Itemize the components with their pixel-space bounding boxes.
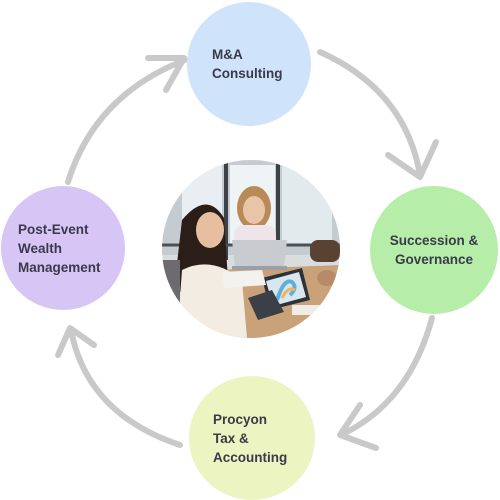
office-meeting-photo <box>162 160 340 338</box>
arrow-head-right <box>385 139 439 180</box>
node-ma-consulting: M&A Consulting <box>187 2 311 126</box>
node-label: Post-Event Wealth Management <box>18 221 101 275</box>
node-label: Succession & Governance <box>389 233 479 267</box>
node-procyon-tax-accounting: Procyon Tax & Accounting <box>189 376 315 500</box>
arrow-right-to-bottom <box>342 315 435 436</box>
node-label: M&A Consulting <box>212 47 283 81</box>
node-succession-governance: Succession & Governance <box>370 186 498 314</box>
node-post-event-wealth-management: Post-Event Wealth Management <box>1 186 125 310</box>
arrow-left-to-top <box>65 57 188 185</box>
arrow-head-bottom <box>337 402 379 451</box>
arrow-bottom-to-left <box>69 332 183 448</box>
node-label: Procyon Tax & Accounting <box>213 411 288 465</box>
arrow-head-top <box>145 55 187 93</box>
arrow-head-left <box>55 325 97 358</box>
arrow-top-to-right <box>317 49 423 178</box>
